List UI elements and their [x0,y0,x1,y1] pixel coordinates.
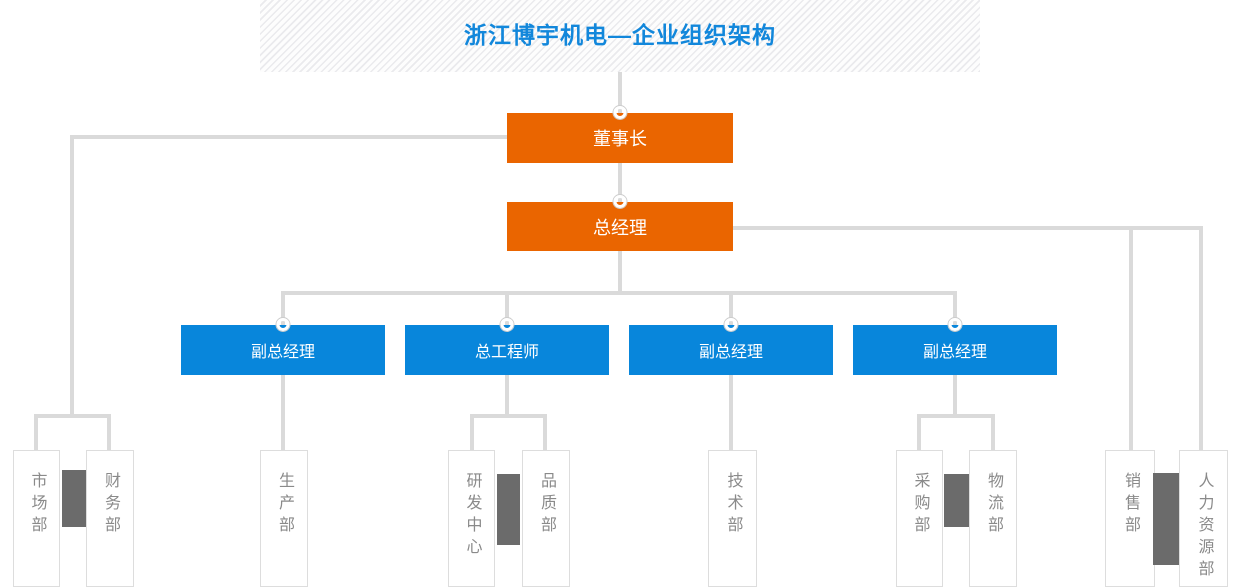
connector-line [618,163,622,202]
dept-rnd-center-label: 研发中心 [463,472,481,560]
connector-line [470,414,474,450]
connector-line [34,414,111,418]
divider-block [497,474,520,545]
connector-line [1199,226,1203,450]
node-deputy-gm-2: 副总经理 [629,318,833,375]
dept-production: 生产部 [260,450,308,587]
node-deputy-gm-3-label: 副总经理 [922,344,987,361]
connector-line [618,72,622,113]
node-general-manager-label: 总经理 [593,217,647,238]
divider-block [944,474,969,527]
connector-line [1129,226,1133,450]
connector-dot-icon [613,106,627,119]
node-chairman: 董事长 [507,106,733,163]
node-deputy-gm-3: 副总经理 [853,318,1057,375]
node-chief-engineer: 总工程师 [405,318,609,375]
chart-title: 浙江博宇机电—企业组织架构 [464,22,776,48]
dept-technology-label: 技术部 [724,472,742,538]
dept-technology: 技术部 [708,450,757,587]
connector-line [953,291,957,325]
dept-hr-label: 人力资源部 [1195,472,1213,582]
dept-purchasing-label: 采购部 [911,472,929,538]
dept-logistics-label: 物流部 [985,472,1002,538]
dept-hr: 人力资源部 [1179,450,1228,587]
connector-line [281,291,957,295]
node-chief-engineer-label: 总工程师 [474,344,539,361]
dept-sales-label: 销售部 [1122,472,1139,538]
connector-line [917,414,995,418]
dept-rnd-center: 研发中心 [448,450,495,587]
connector-line [281,375,285,450]
divider-block [62,470,86,527]
connector-line [953,375,957,418]
connector-dot-icon [276,318,290,331]
connector-line [729,375,733,450]
connector-line [733,226,1203,230]
node-deputy-gm-2-label: 副总经理 [698,344,763,361]
dept-finance: 财务部 [86,450,134,587]
connector-dot-icon [948,318,962,331]
dept-marketing: 市场部 [13,450,60,587]
connector-line [505,375,509,418]
node-chairman-label: 董事长 [593,129,647,149]
connector-line [470,414,547,418]
dept-quality-label: 品质部 [538,472,555,538]
connector-line [505,291,509,325]
node-general-manager: 总经理 [507,195,733,251]
connector-line [618,251,622,295]
connector-line [34,414,38,450]
divider-block [1153,473,1179,565]
connector-line [70,135,74,418]
dept-logistics: 物流部 [969,450,1017,587]
connector-line [543,414,547,450]
connector-line [70,135,509,139]
node-deputy-gm-1: 副总经理 [181,318,385,375]
dept-sales: 销售部 [1105,450,1155,587]
dept-production-label: 生产部 [276,472,293,538]
dept-purchasing: 采购部 [896,450,943,587]
dept-finance-label: 财务部 [102,472,119,538]
dept-marketing-label: 市场部 [28,472,46,538]
connector-line [281,291,285,325]
chart-title-banner: 浙江博宇机电—企业组织架构 [260,0,980,72]
connector-dot-icon [724,318,738,331]
connector-line [107,414,111,450]
connector-line [991,414,995,450]
connector-line [917,414,921,450]
connector-dot-icon [500,318,514,331]
node-deputy-gm-1-label: 副总经理 [250,344,315,361]
connector-line [729,291,733,325]
connector-dot-icon [613,195,627,208]
dept-quality: 品质部 [522,450,570,587]
